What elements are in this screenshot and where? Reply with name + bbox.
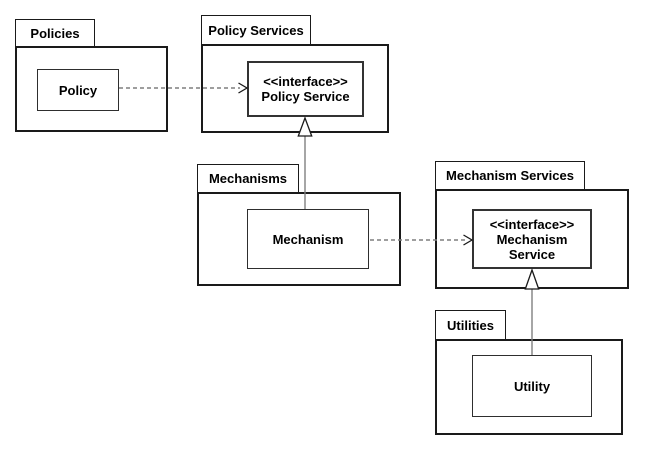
package-policies-tab: Policies (15, 19, 95, 47)
class-mechanism-label: Mechanism (272, 231, 344, 247)
package-policies-label: Policies (30, 25, 80, 41)
interface-mechanism-service-label-2: Service (508, 246, 556, 262)
package-mechanism-services-tab: Mechanism Services (435, 161, 585, 190)
package-policy-services-label: Policy Services (208, 22, 304, 38)
class-mechanism: Mechanism (247, 209, 369, 269)
package-utilities-label: Utilities (447, 317, 494, 333)
class-policy: Policy (37, 69, 119, 111)
package-mechanism-services-label: Mechanism Services (446, 168, 574, 183)
package-mechanisms-tab: Mechanisms (197, 164, 299, 193)
package-utilities-tab: Utilities (435, 310, 506, 340)
interface-mechanism-service-label-1: Mechanism (496, 231, 568, 247)
package-policy-services-tab: Policy Services (201, 15, 311, 45)
interface-policy-service: <<interface>> Policy Service (247, 61, 364, 117)
class-utility-label: Utility (513, 378, 551, 394)
interface-policy-service-label: Policy Service (261, 89, 350, 104)
interface-mechanism-service-stereotype: <<interface>> (489, 216, 575, 232)
interface-policy-service-stereotype: <<interface>> (263, 74, 348, 89)
class-utility: Utility (472, 355, 592, 417)
package-mechanisms-label: Mechanisms (208, 171, 288, 186)
interface-mechanism-service: <<interface>> Mechanism Service (472, 209, 592, 269)
class-policy-label: Policy (58, 82, 98, 98)
